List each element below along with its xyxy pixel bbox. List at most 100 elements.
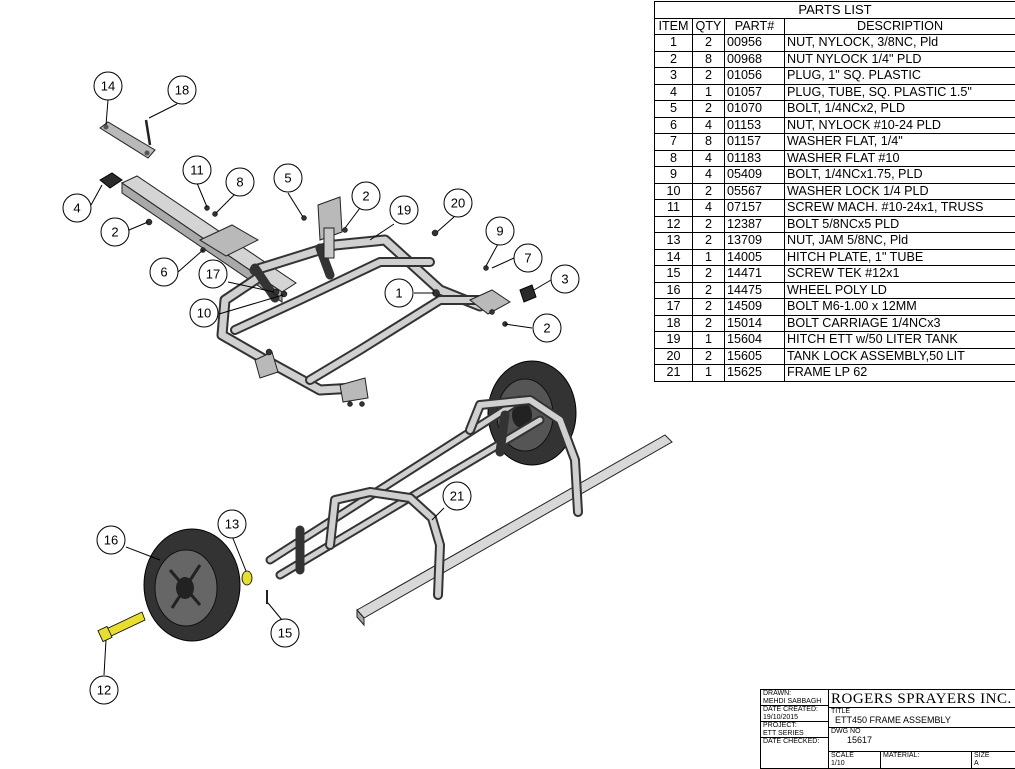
scale-label: SCALE [831, 752, 878, 760]
callout-5: 5 [274, 164, 302, 192]
cell-qty: 4 [693, 200, 725, 217]
callout-10: 10 [190, 299, 218, 327]
front-wheel [144, 529, 240, 641]
cell-item: 14 [655, 249, 693, 266]
cell-part: 13709 [725, 233, 785, 250]
svg-text:18: 18 [175, 83, 189, 98]
cell-item: 18 [655, 315, 693, 332]
cell-part: 15014 [725, 315, 785, 332]
cell-qty: 8 [693, 134, 725, 151]
cell-qty: 4 [693, 150, 725, 167]
cell-description: BOLT CARRIAGE 1/4NCx3 [785, 315, 1015, 332]
cell-description: BOLT, 1/4NCx2, PLD [785, 101, 1015, 118]
date-checked-label: DATE CHECKED: [763, 738, 826, 746]
cell-part: 01057 [725, 84, 785, 101]
svg-text:6: 6 [160, 265, 167, 280]
cell-part: 14475 [725, 282, 785, 299]
cell-description: WASHER LOCK 1/4 PLD [785, 183, 1015, 200]
cell-part: 05409 [725, 167, 785, 184]
cell-part: 14509 [725, 299, 785, 316]
drawn-cell: DRAWN: MEHDI SABBAGH [761, 690, 829, 706]
svg-text:1: 1 [395, 286, 402, 301]
wheel-bolt-part [98, 612, 145, 642]
cell-item: 16 [655, 282, 693, 299]
date-checked-cell: DATE CHECKED: [761, 738, 829, 769]
cell-qty: 2 [693, 68, 725, 85]
cell-part: 07157 [725, 200, 785, 217]
cell-item: 19 [655, 332, 693, 349]
svg-text:2: 2 [362, 189, 369, 204]
cell-qty: 1 [693, 332, 725, 349]
cell-description: NUT, NYLOCK, 3/8NC, Pld [785, 35, 1015, 52]
cell-description: WASHER FLAT, 1/4" [785, 134, 1015, 151]
cell-qty: 2 [693, 101, 725, 118]
cell-qty: 2 [693, 299, 725, 316]
title-block: DRAWN: MEHDI SABBAGH DATE CREATED: 19/10… [760, 689, 1015, 769]
cell-part: 15605 [725, 348, 785, 365]
parts-list-title: PARTS LIST [655, 2, 1015, 19]
cell-item: 21 [655, 365, 693, 382]
cell-item: 8 [655, 150, 693, 167]
svg-text:9: 9 [496, 224, 503, 239]
cell-part: 00956 [725, 35, 785, 52]
cell-qty: 2 [693, 35, 725, 52]
cell-part: 00968 [725, 51, 785, 68]
cell-item: 3 [655, 68, 693, 85]
cell-qty: 4 [693, 167, 725, 184]
scale-cell: SCALE 1/10 [829, 752, 881, 769]
cell-qty: 2 [693, 282, 725, 299]
cell-part: 12387 [725, 216, 785, 233]
cell-qty: 2 [693, 233, 725, 250]
cell-description: NUT NYLOCK 1/4" PLD [785, 51, 1015, 68]
project-cell: PROJECT: ETT SERIES [761, 722, 829, 738]
cell-qty: 2 [693, 348, 725, 365]
cell-description: FRAME LP 62 [785, 365, 1015, 382]
cell-item: 4 [655, 84, 693, 101]
cell-item: 20 [655, 348, 693, 365]
cell-qty: 1 [693, 365, 725, 382]
svg-text:2: 2 [111, 225, 118, 240]
size-label: SIZE [974, 752, 1013, 760]
cell-description: NUT, JAM 5/8NC, Pld [785, 233, 1015, 250]
cell-description: WHEEL POLY LD [785, 282, 1015, 299]
cell-item: 7 [655, 134, 693, 151]
cell-description: PLUG, 1" SQ. PLASTIC [785, 68, 1015, 85]
cell-qty: 1 [693, 84, 725, 101]
cell-qty: 8 [693, 51, 725, 68]
cell-qty: 1 [693, 249, 725, 266]
cell-item: 9 [655, 167, 693, 184]
svg-text:7: 7 [524, 251, 531, 266]
cell-description: PLUG, TUBE, SQ. PLASTIC 1.5" [785, 84, 1015, 101]
callout-11: 11 [183, 156, 211, 184]
cell-description: BOLT M6-1.00 x 12MM [785, 299, 1015, 316]
cell-item: 17 [655, 299, 693, 316]
svg-text:3: 3 [561, 272, 568, 287]
cell-qty: 2 [693, 183, 725, 200]
callout-19: 19 [390, 196, 418, 224]
callout-17: 17 [199, 260, 227, 288]
cell-qty: 4 [693, 117, 725, 134]
cell-item: 11 [655, 200, 693, 217]
callout-9: 9 [486, 217, 514, 245]
dwg-no-value: 15617 [831, 736, 1013, 744]
scale-value: 1/10 [831, 760, 878, 768]
cell-item: 2 [655, 51, 693, 68]
drawn-by: MEHDI SABBAGH [763, 698, 826, 706]
cell-part: 01183 [725, 150, 785, 167]
cell-part: 14005 [725, 249, 785, 266]
cell-part: 14471 [725, 266, 785, 283]
svg-text:2: 2 [543, 321, 550, 336]
cell-item: 13 [655, 233, 693, 250]
size-cell: SIZE A [972, 752, 1015, 769]
